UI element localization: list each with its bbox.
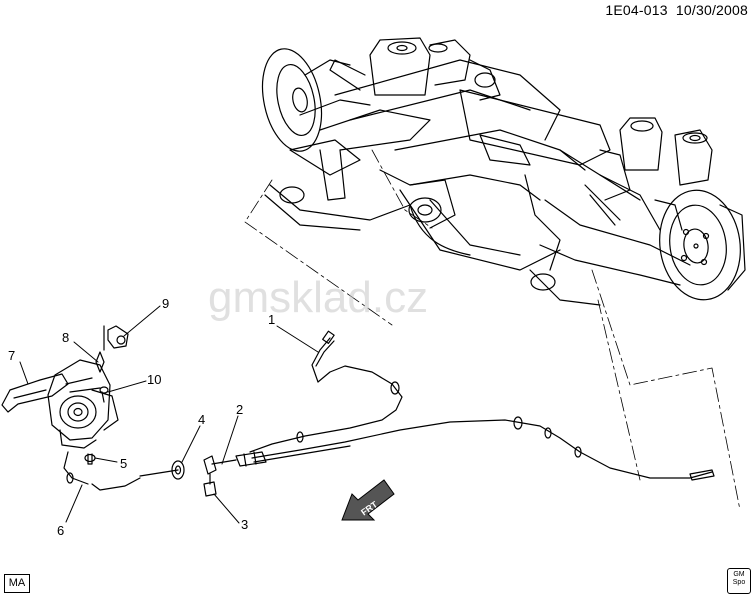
diagram-code-date: 1E04-013 10/30/2008 xyxy=(605,2,748,18)
callout-5: 5 xyxy=(120,456,127,471)
spo-badge-top: GM xyxy=(733,571,745,578)
detail-leader-lines xyxy=(244,149,741,511)
callout-numbers: 1 2 3 4 5 6 7 8 9 10 xyxy=(8,296,275,538)
callout-3: 3 xyxy=(241,517,248,532)
spo-badge: GM Spo xyxy=(727,568,751,594)
cable-clips xyxy=(203,455,217,497)
spo-badge-bottom: Spo xyxy=(732,579,746,586)
corner-code-box: MA xyxy=(4,574,30,593)
parking-brake-lever-assembly xyxy=(1,325,129,485)
callout-1: 1 xyxy=(268,312,275,327)
callout-2: 2 xyxy=(236,402,243,417)
corner-code-label: MA xyxy=(8,577,26,589)
callout-10: 10 xyxy=(147,372,161,387)
callout-4: 4 xyxy=(198,412,205,427)
rear-cables xyxy=(91,330,715,491)
diagram-code: 1E04-013 xyxy=(605,2,668,18)
callout-9: 9 xyxy=(162,296,169,311)
cable-grommet xyxy=(171,460,185,480)
rear-axle-assembly xyxy=(261,37,746,306)
watermark-text: gmsklad.cz xyxy=(208,273,428,322)
callout-7: 7 xyxy=(8,348,15,363)
callout-6: 6 xyxy=(57,523,64,538)
diagram-date: 10/30/2008 xyxy=(675,2,748,18)
front-direction-arrow: FRT xyxy=(341,479,395,521)
callout-leaders xyxy=(19,305,319,524)
callout-8: 8 xyxy=(62,330,69,345)
